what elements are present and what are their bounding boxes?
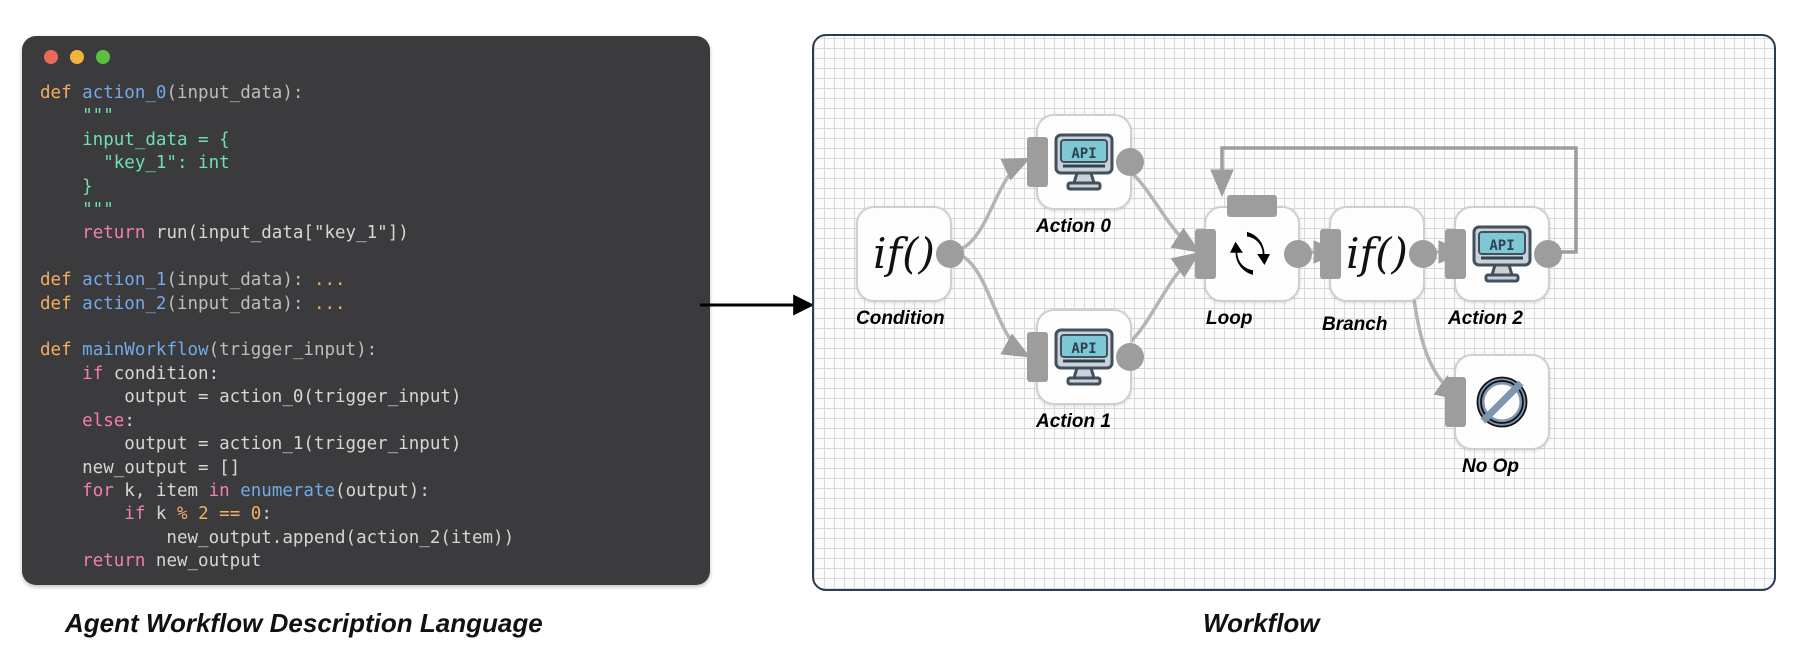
node-label-action2: Action 2 xyxy=(1448,308,1523,329)
maximize-button[interactable] xyxy=(96,50,110,64)
input-port[interactable] xyxy=(1027,137,1048,187)
api-monitor-icon: API xyxy=(1472,225,1532,283)
code-line: } xyxy=(40,176,93,197)
caption-left: Agent Workflow Description Language xyxy=(65,608,543,638)
null-slash-icon xyxy=(1476,376,1528,428)
edge-condition-action0 xyxy=(947,157,1031,254)
loop-refresh-icon xyxy=(1230,231,1270,275)
node-action0[interactable]: API xyxy=(1027,114,1144,210)
svg-text:API: API xyxy=(1489,238,1514,254)
code-line: "key_1": int xyxy=(40,153,230,174)
loop-top-port[interactable] xyxy=(1227,195,1277,217)
node-action2[interactable]: API xyxy=(1445,206,1562,302)
code-window-titlebar xyxy=(22,36,710,76)
node-noop[interactable] xyxy=(1445,354,1550,450)
workflow-canvas[interactable]: if() Condition API Action 0 API Action 1 xyxy=(812,34,1776,591)
workflow-edges xyxy=(947,146,1578,402)
edge-condition-action1 xyxy=(947,250,1031,358)
node-loop[interactable] xyxy=(1195,195,1312,302)
code-line: def mainWorkflow(trigger_input): xyxy=(40,340,378,361)
input-port[interactable] xyxy=(1320,229,1341,279)
code-line: new_output.append(action_2(item)) xyxy=(40,527,515,548)
edge-action2-loop-feedback xyxy=(1210,146,1578,254)
code-line: input_data = { xyxy=(40,129,230,150)
api-monitor-icon: API xyxy=(1054,133,1114,191)
close-button[interactable] xyxy=(44,50,58,64)
code-line: if condition: xyxy=(82,363,220,384)
code-line: output = action_0(trigger_input) xyxy=(40,387,462,408)
node-action1[interactable]: API xyxy=(1027,309,1144,405)
node-label-loop: Loop xyxy=(1206,308,1253,329)
svg-text:API: API xyxy=(1071,146,1096,162)
svg-text:API: API xyxy=(1071,341,1096,357)
node-label-condition: Condition xyxy=(856,308,945,329)
code-line xyxy=(40,246,700,269)
code-line: output = action_1(trigger_input) xyxy=(40,434,462,455)
code-line: for k, item in enumerate(output): xyxy=(82,480,430,501)
code-line: """ xyxy=(40,200,114,221)
output-port[interactable] xyxy=(936,240,964,268)
code-line: """ xyxy=(40,106,114,127)
caption-right: Workflow xyxy=(1203,608,1320,638)
code-line: new_output = [] xyxy=(40,457,241,478)
node-label-branch: Branch xyxy=(1322,314,1388,335)
code-line: def action_1(input_data): ... xyxy=(40,270,346,291)
output-port[interactable] xyxy=(1116,148,1144,176)
output-port[interactable] xyxy=(1116,343,1144,371)
input-port[interactable] xyxy=(1195,229,1216,279)
transformation-arrow xyxy=(700,294,815,316)
input-port[interactable] xyxy=(1445,229,1466,279)
if-glyph-icon: if() xyxy=(1346,229,1408,278)
input-port[interactable] xyxy=(1445,377,1466,427)
output-port[interactable] xyxy=(1409,240,1437,268)
output-port[interactable] xyxy=(1284,240,1312,268)
api-monitor-icon: API xyxy=(1054,328,1114,386)
node-label-action0: Action 0 xyxy=(1036,216,1111,237)
node-label-noop: No Op xyxy=(1462,456,1519,477)
code-block: def action_0(input_data): """ input_data… xyxy=(40,82,700,574)
code-line: def action_0(input_data): xyxy=(40,83,304,103)
code-line: return run(input_data["key_1"]) xyxy=(82,223,409,244)
code-window: def action_0(input_data): """ input_data… xyxy=(22,36,710,585)
code-line xyxy=(40,316,700,339)
if-glyph-icon: if() xyxy=(873,229,935,278)
code-line: def action_2(input_data): ... xyxy=(40,293,346,314)
code-line: else: xyxy=(82,410,135,431)
node-label-action1: Action 1 xyxy=(1036,411,1111,432)
output-port[interactable] xyxy=(1534,240,1562,268)
input-port[interactable] xyxy=(1027,332,1048,382)
minimize-button[interactable] xyxy=(70,50,84,64)
code-line: if k % 2 == 0: xyxy=(124,504,272,525)
code-line: return new_output xyxy=(82,551,262,572)
node-branch[interactable]: if() xyxy=(1320,206,1437,302)
node-condition[interactable]: if() xyxy=(856,206,964,302)
